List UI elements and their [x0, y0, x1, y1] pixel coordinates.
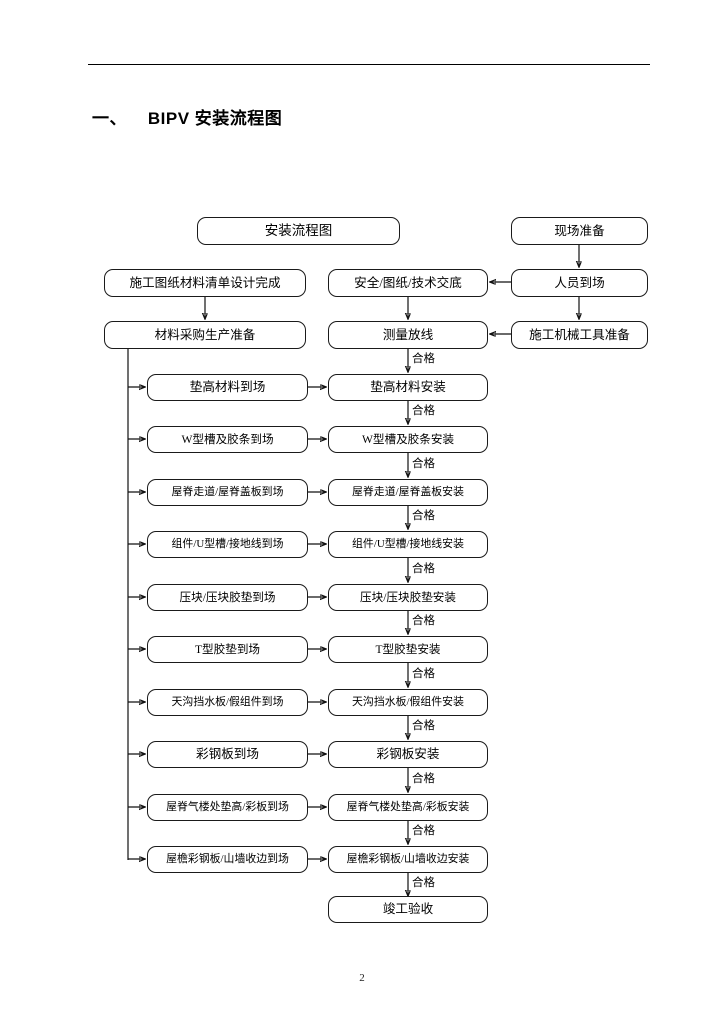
node-drawings-bom-design-complete: 施工图纸材料清单设计完成	[104, 269, 306, 297]
node-install-8: 彩钢板安装	[328, 741, 488, 768]
node-arrival-10: 屋檐彩钢板/山墙收边到场	[147, 846, 308, 873]
node-site-preparation: 现场准备	[511, 217, 648, 245]
node-install-3: 屋脊走道/屋脊盖板安装	[328, 479, 488, 506]
node-material-procurement-production: 材料采购生产准备	[104, 321, 306, 349]
node-arrival-6: T型胶垫到场	[147, 636, 308, 663]
edge-label-pass-5: 合格	[412, 615, 435, 627]
edge-label-pass-10: 合格	[412, 877, 435, 889]
node-install-9: 屋脊气楼处垫高/彩板安装	[328, 794, 488, 821]
edge-label-pass-7: 合格	[412, 720, 435, 732]
node-personnel-on-site: 人员到场	[511, 269, 648, 297]
node-install-1: 垫高材料安装	[328, 374, 488, 401]
edge-label-pass-0: 合格	[412, 353, 435, 365]
node-arrival-2: W型槽及胶条到场	[147, 426, 308, 453]
node-install-10: 屋檐彩钢板/山墙收边安装	[328, 846, 488, 873]
node-survey-setting-out: 测量放线	[328, 321, 488, 349]
node-completion-acceptance: 竣工验收	[328, 896, 488, 923]
edge-label-pass-1: 合格	[412, 405, 435, 417]
edge-label-pass-4: 合格	[412, 563, 435, 575]
edge-label-pass-8: 合格	[412, 773, 435, 785]
edge-label-pass-6: 合格	[412, 668, 435, 680]
edge-label-pass-9: 合格	[412, 825, 435, 837]
node-arrival-9: 屋脊气楼处垫高/彩板到场	[147, 794, 308, 821]
node-arrival-5: 压块/压块胶垫到场	[147, 584, 308, 611]
node-install-6: T型胶垫安装	[328, 636, 488, 663]
header-rule	[88, 64, 650, 65]
node-install-5: 压块/压块胶垫安装	[328, 584, 488, 611]
node-install-2: W型槽及胶条安装	[328, 426, 488, 453]
node-arrival-7: 天沟挡水板/假组件到场	[147, 689, 308, 716]
node-arrival-3: 屋脊走道/屋脊盖板到场	[147, 479, 308, 506]
node-arrival-4: 组件/U型槽/接地线到场	[147, 531, 308, 558]
node-install-4: 组件/U型槽/接地线安装	[328, 531, 488, 558]
node-arrival-1: 垫高材料到场	[147, 374, 308, 401]
heading-number: 一、	[92, 109, 127, 128]
node-safety-drawings-tech-briefing: 安全/图纸/技术交底	[328, 269, 488, 297]
heading-text: BIPV 安装流程图	[147, 109, 283, 128]
edge-label-pass-2: 合格	[412, 458, 435, 470]
node-install-7: 天沟挡水板/假组件安装	[328, 689, 488, 716]
page-title: 一、 BIPV 安装流程图	[92, 104, 282, 129]
page-number: 2	[359, 972, 365, 984]
node-flowchart-title: 安装流程图	[197, 217, 400, 245]
node-machinery-tools-preparation: 施工机械工具准备	[511, 321, 648, 349]
node-arrival-8: 彩钢板到场	[147, 741, 308, 768]
edge-label-pass-3: 合格	[412, 510, 435, 522]
